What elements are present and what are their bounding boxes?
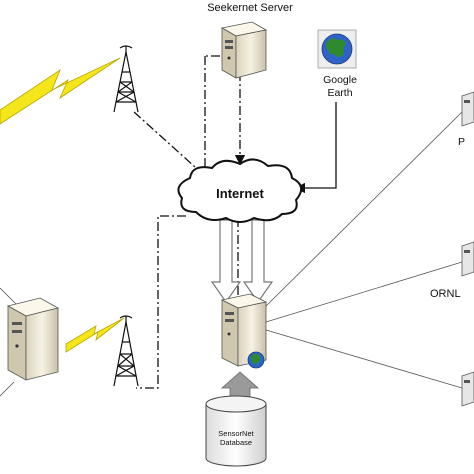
right-device-middle-icon	[461, 241, 474, 277]
ornl-device-label: ORNL	[430, 288, 461, 300]
sensornet-database-label: SensorNet Database	[218, 429, 254, 447]
sensornet-server-icon	[220, 293, 268, 367]
seekernet-server-label: Seekernet Server	[207, 2, 293, 14]
sensornet-database-icon	[205, 395, 267, 467]
right-device-bottom-icon	[461, 371, 474, 407]
lightning-bolt-top-icon	[0, 57, 121, 125]
lightning-bolt-bottom-icon	[65, 317, 125, 353]
link-google-earth-internet	[294, 102, 337, 194]
hollow-arrow-down	[210, 219, 274, 304]
server-globe-icon	[247, 351, 265, 369]
internet-cloud-icon	[177, 158, 303, 223]
fan-out-lines	[0, 111, 463, 397]
link-tower-top-internet	[133, 111, 206, 177]
right-top-device-label: P	[458, 136, 466, 148]
link-internet-tower-bottom	[136, 215, 186, 389]
radio-tower-bottom-icon	[113, 315, 139, 387]
google-earth-label: Google Earth	[323, 74, 357, 99]
internet-label: Internet	[216, 186, 264, 201]
seekernet-server-icon	[220, 21, 268, 79]
google-earth-icon	[317, 29, 357, 69]
left-server-icon	[6, 297, 60, 381]
radio-tower-top-icon	[113, 45, 139, 113]
right-device-top-icon	[461, 91, 474, 127]
